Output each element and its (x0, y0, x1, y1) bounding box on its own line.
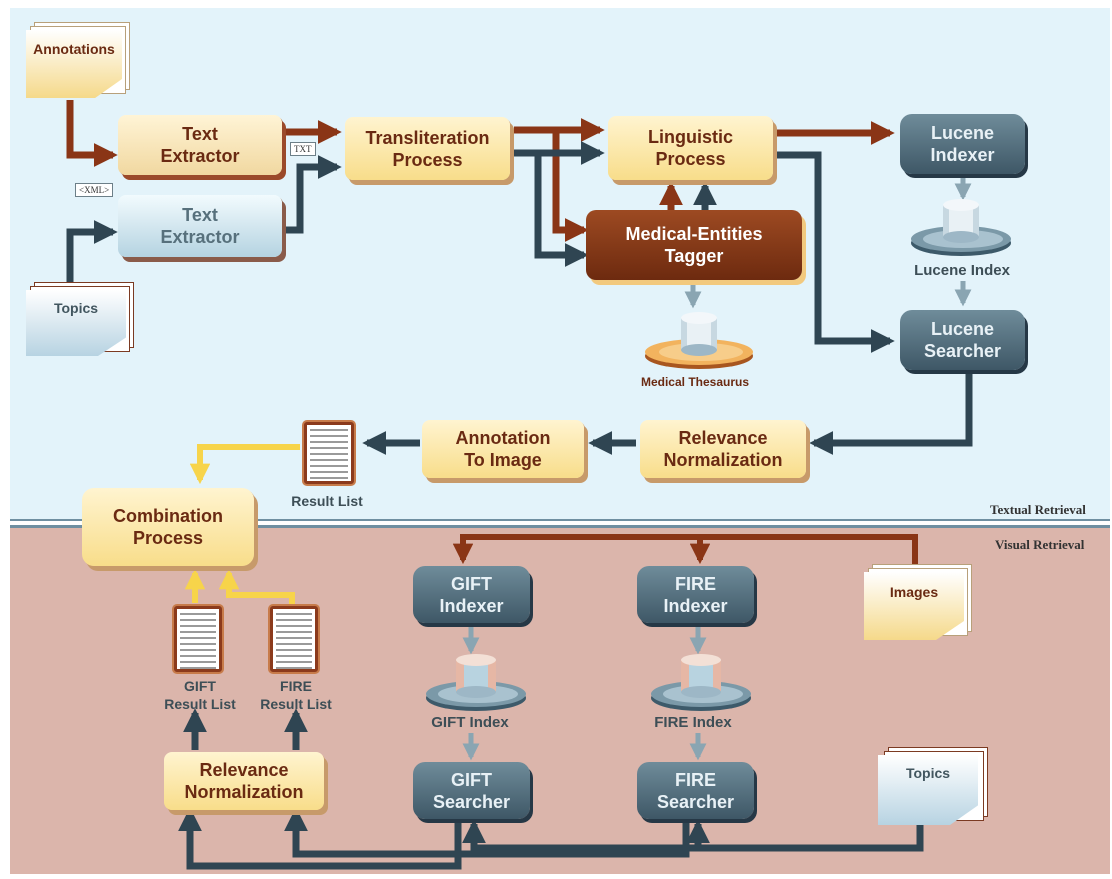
medical-entities-tagger: Medical-Entities Tagger (586, 210, 802, 280)
gift-index-database-icon (426, 654, 526, 711)
arrow-images-to-indexers (452, 534, 918, 568)
fire-index-database-icon (651, 654, 751, 711)
section-divider (10, 519, 1110, 528)
arrow-extractor2-to-transliteration (285, 155, 342, 234)
relevance-normalization-visual: Relevance Normalization (164, 752, 324, 810)
images-label: Images (889, 584, 939, 600)
arrow-fire-result-to-combination (218, 568, 295, 605)
arrow-linguistic-to-lucene-searcher (777, 151, 895, 353)
fire-indexer: FIRE Indexer (637, 566, 754, 623)
gift-result-list-document-icon (174, 606, 222, 672)
text-extractor-annotations: Text Extractor (118, 115, 282, 175)
xml-tag: <XML> (75, 183, 114, 197)
topics-bottom-label: Topics (905, 765, 951, 781)
visual-retrieval-label: Visual Retrieval (995, 537, 1085, 552)
gift-result-list-label: GIFT Result List (164, 678, 236, 712)
medical-thesaurus-database-icon (645, 312, 753, 369)
linguistic-process: Linguistic Process (608, 116, 773, 180)
text-extractor-topics: Text Extractor (118, 195, 282, 257)
txt-tag: TXT (290, 142, 316, 156)
fire-result-list-label: FIRE Result List (260, 678, 332, 712)
topics-bottom-document: Topics (878, 755, 978, 825)
arrow-result-to-combination (189, 444, 300, 485)
arrow-transliteration-to-tagger-brown (552, 130, 589, 242)
lucene-searcher: Lucene Searcher (900, 310, 1025, 370)
arrow-lucene-searcher-to-relevance (809, 373, 973, 455)
combination-process: Combination Process (82, 488, 254, 566)
gift-searcher: GIFT Searcher (413, 762, 530, 819)
textual-retrieval-label: Textual Retrieval (990, 502, 1086, 517)
arrow-annotations-to-extractor (66, 100, 118, 167)
images-document: Images (864, 572, 964, 640)
topics-top-label: Topics (53, 300, 99, 316)
lucene-indexer: Lucene Indexer (900, 114, 1025, 174)
annotations-document: Annotations (26, 30, 122, 98)
gift-index-label: GIFT Index (431, 714, 509, 731)
fire-index-label: FIRE Index (654, 714, 732, 731)
relevance-normalization-textual: Relevance Normalization (640, 420, 806, 478)
arrow-transliteration-to-tagger-dark (534, 153, 589, 267)
arrow-gift-searcher-to-relevance (178, 807, 462, 870)
lucene-index-label: Lucene Index (914, 262, 1010, 279)
lucene-index-database-icon (911, 199, 1011, 256)
annotation-to-image: Annotation To Image (422, 420, 584, 478)
arrow-fire-searcher-to-relevance (284, 807, 690, 858)
topics-top-document: Topics (26, 290, 126, 356)
transliteration-process: Transliteration Process (345, 117, 510, 180)
arrow-topics-to-extractor (66, 220, 118, 285)
text-result-list-document-icon (304, 422, 354, 484)
text-result-list-label: Result List (291, 493, 363, 509)
annotations-label: Annotations (33, 41, 115, 57)
gift-indexer: GIFT Indexer (413, 566, 530, 623)
fire-result-list-document-icon (270, 606, 318, 672)
fire-searcher: FIRE Searcher (637, 762, 754, 819)
medical-thesaurus-label: Medical Thesaurus (640, 375, 750, 389)
